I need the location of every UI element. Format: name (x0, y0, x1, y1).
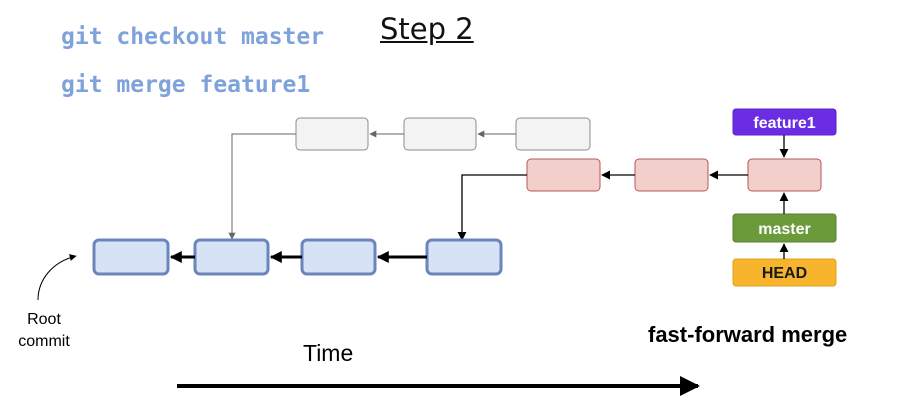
time-label: Time (303, 340, 354, 366)
feature-commit-1 (526, 158, 601, 192)
merge-type-label: fast-forward merge (648, 322, 848, 347)
head-label: HEAD (762, 265, 807, 282)
root-commit-label: Root commit (14, 309, 74, 353)
feature-commit-2 (634, 158, 709, 192)
root-commit-arrow (37, 254, 77, 301)
old-commit-row (228, 117, 591, 240)
feature-commit-row (457, 158, 822, 241)
feature1-label: feature1 (753, 115, 815, 132)
old-commit-2 (403, 117, 477, 151)
feature-edge-1-main (457, 174, 527, 241)
old-commit-3 (515, 117, 591, 151)
old-edge-1-main (228, 133, 296, 240)
old-commit-1 (295, 117, 369, 151)
feature-commit-3 (747, 158, 822, 192)
root-commit-label-line2: commit (18, 333, 70, 350)
branch-labels: feature1 master HEAD (732, 108, 837, 287)
main-commit-row (92, 238, 503, 276)
main-commit-root (92, 238, 170, 276)
command-checkout: git checkout master (61, 24, 325, 50)
main-commit-2 (193, 238, 270, 276)
master-label: master (758, 221, 810, 238)
main-commit-4 (425, 238, 503, 276)
root-commit-label-line1: Root (27, 311, 61, 328)
command-merge: git merge feature1 (61, 72, 311, 98)
step-title: Step 2 (380, 12, 474, 46)
main-commit-3 (300, 238, 377, 276)
